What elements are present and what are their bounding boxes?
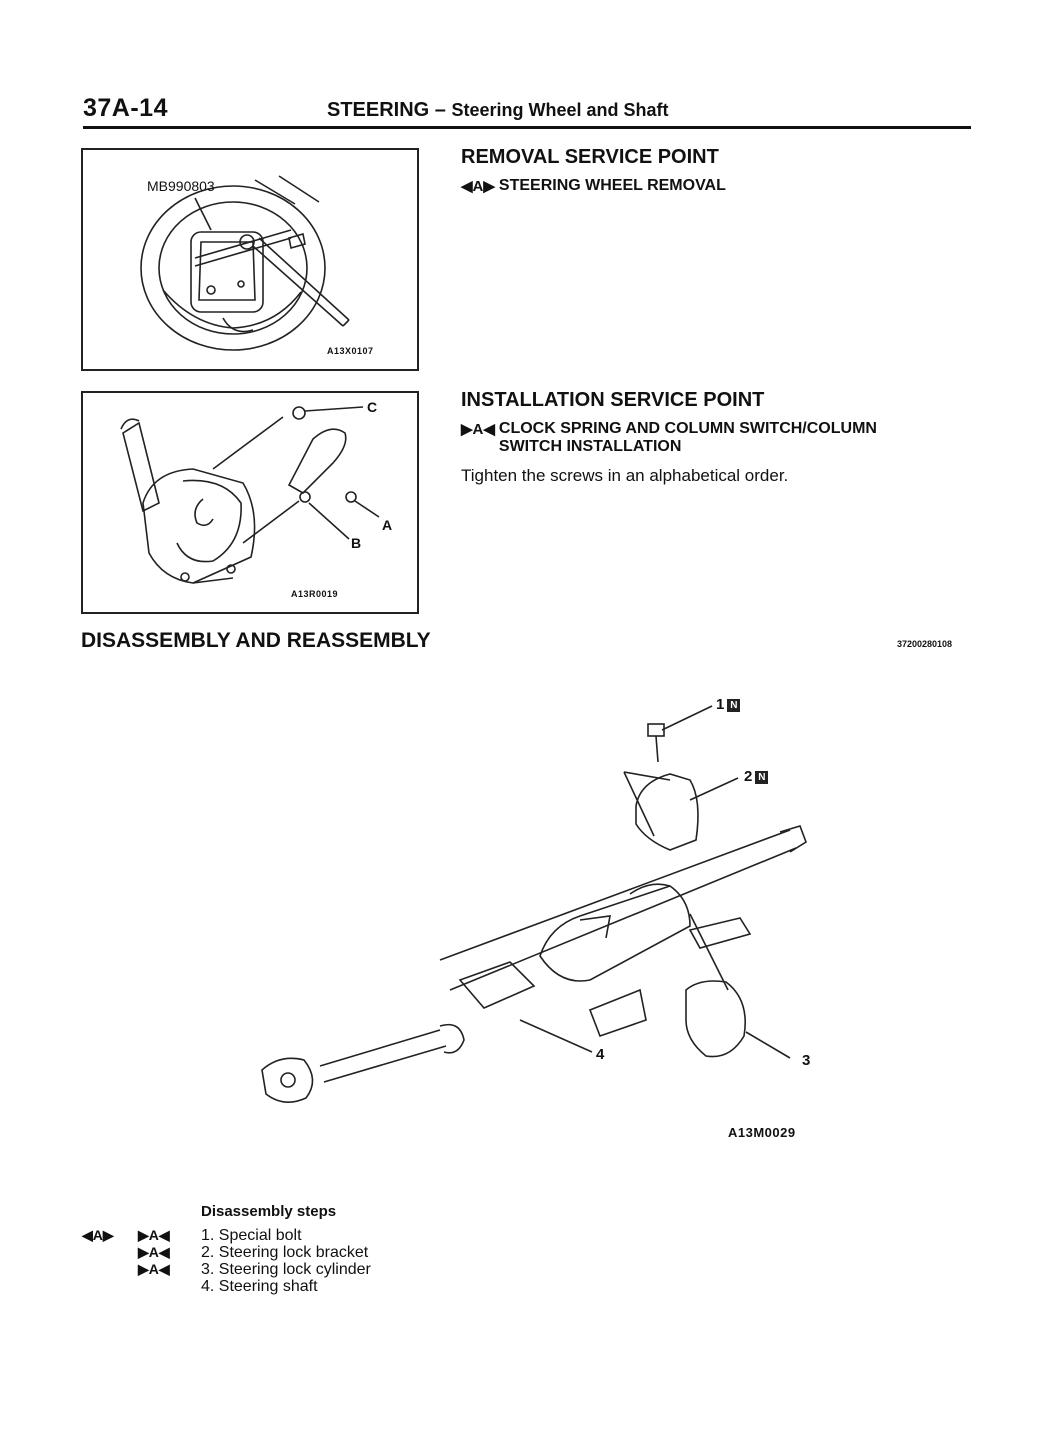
header-title: STEERING – Steering Wheel and Shaft (327, 99, 669, 122)
steps-list: 1. Special bolt 2. Steering lock bracket… (201, 1227, 371, 1295)
figure-column-switch: C A B A13R0019 (81, 391, 419, 614)
screw-label-b: B (351, 535, 362, 551)
steps-install-marks: ▶A◀ ▶A◀ ▶A◀ (138, 1227, 170, 1278)
callout-2-number: 2 (744, 768, 753, 785)
figure-code: A13R0019 (291, 589, 339, 599)
figure-code: A13X0107 (327, 346, 374, 356)
screw-label-a: A (382, 517, 393, 533)
screw-label-c: C (367, 399, 378, 415)
installation-text: Tighten the screws in an alphabetical or… (461, 466, 789, 485)
installation-item: ▶A◀ CLOCK SPRING AND COLUMN SWITCH/COLUM… (461, 420, 877, 456)
removal-item-text: STEERING WHEEL REMOVAL (498, 177, 726, 194)
document-id: 37200280108 (897, 639, 953, 649)
header-subtitle: Steering Wheel and Shaft (451, 100, 669, 120)
header-chapter: STEERING – (327, 99, 446, 121)
diagram-code: A13M0029 (728, 1125, 796, 1140)
callout-4: 4 (596, 1046, 605, 1063)
steering-column-exploded-diagram (261, 705, 807, 1103)
step-item: 2. Steering lock bracket (201, 1244, 369, 1261)
nonreusable-badge: N (755, 771, 769, 784)
disassembly-title: DISASSEMBLY AND REASSEMBLY (81, 629, 431, 652)
callout-3: 3 (802, 1052, 811, 1069)
install-mark: ▶A◀ (138, 1227, 170, 1243)
install-mark: ▶A◀ (138, 1244, 170, 1260)
step-item: 1. Special bolt (201, 1227, 302, 1244)
removal-item: ◀A▶ STEERING WHEEL REMOVAL (461, 177, 726, 195)
install-mark: ▶A◀ (138, 1261, 170, 1277)
tool-label: MB990803 (147, 178, 215, 194)
installation-item-text: CLOCK SPRING AND COLUMN SWITCH/COLUMN SW… (499, 420, 877, 456)
installation-section-title: INSTALLATION SERVICE POINT (461, 389, 765, 411)
header-rule (83, 126, 971, 129)
callout-1-number: 1 (716, 696, 725, 713)
steering-wheel-illustration (140, 175, 350, 351)
step-item: 4. Steering shaft (201, 1278, 318, 1295)
installation-symbol: ▶A◀ (461, 421, 495, 438)
figure-steering-wheel-removal: MB990803 A13X0107 (81, 148, 419, 371)
steps-title: Disassembly steps (201, 1203, 337, 1220)
step-item: 3. Steering lock cylinder (201, 1261, 371, 1278)
removal-symbol: ◀A▶ (461, 178, 495, 195)
installation-item-line1: CLOCK SPRING AND COLUMN SWITCH/COLUMN (498, 420, 877, 437)
nonreusable-badge: N (727, 699, 741, 712)
removal-section-title: REMOVAL SERVICE POINT (461, 146, 719, 168)
page-number: 37A-14 (83, 94, 168, 122)
steps-removal-mark: ◀A▶ (82, 1227, 114, 1243)
column-switch-illustration (120, 406, 380, 584)
installation-item-line2: SWITCH INSTALLATION (498, 438, 682, 455)
